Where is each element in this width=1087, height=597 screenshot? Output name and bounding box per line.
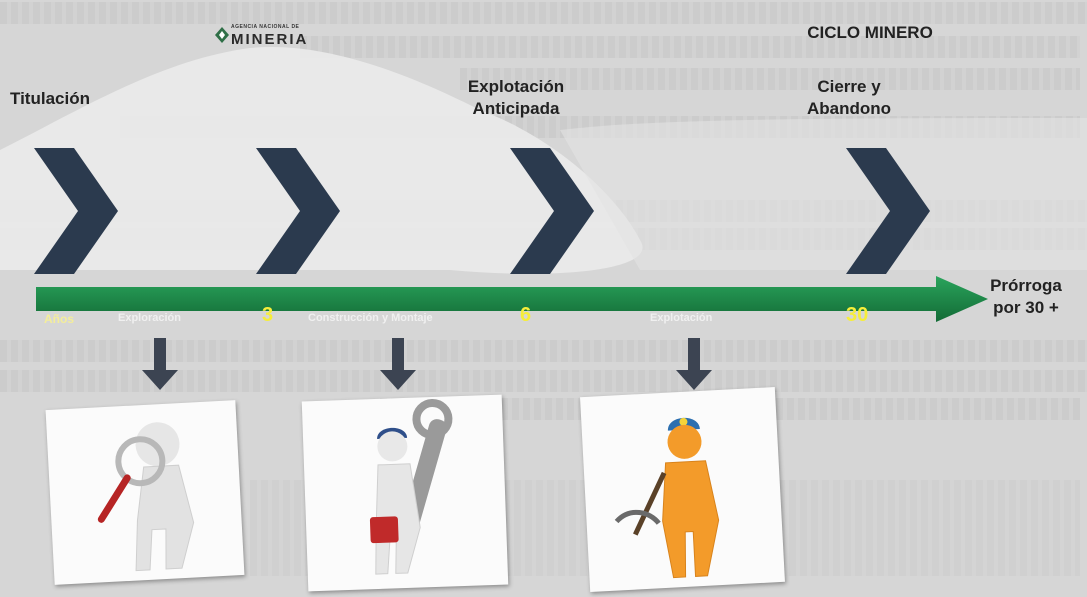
year-mark-30: 30 [846,304,869,326]
down-arrow-icon [380,338,416,390]
timeline-start-label: Años [44,312,74,326]
mountain-silhouette [0,46,643,274]
magnifier-person-icon [97,422,195,572]
stage-label-explotacion-anticipada: Explotación Anticipada [467,77,565,118]
year-mark-6: 6 [520,304,532,326]
extension-label: Prórroga por 30 + [990,276,1062,317]
chevron-icon [846,148,930,274]
worker-with-wrench-icon [369,398,453,575]
chevron-icon [34,148,118,274]
logo-mineria-text: MINERIA [231,31,309,48]
logo-agency-text: AGENCIA NACIONAL DE [231,24,300,30]
agency-logo: AGENCIA NACIONAL DE MINERIA [215,22,327,56]
chevron-icon [256,148,340,274]
down-arrow-icon [142,338,178,390]
stage-label-titulacion: Titulación [10,89,90,108]
exploration-image-card [45,400,245,585]
chevron-icon [510,148,594,274]
exploitation-image-card [580,387,785,592]
down-arrow-icon [676,338,712,390]
stage-label-cierre: Cierre y Abandono [806,77,892,118]
year-mark-3: 3 [262,304,274,326]
construction-image-card [301,394,509,592]
phase-exploracion: Exploración [118,312,181,324]
logo-mark-icon [215,27,229,43]
timeline-arrow [36,276,988,322]
miner-with-pickaxe-icon [614,417,720,579]
cycle-title: CICLO MINERO [807,23,933,42]
phase-construccion: Construcción y Montaje [308,312,433,324]
phase-explotacion: Explotación [650,312,713,324]
